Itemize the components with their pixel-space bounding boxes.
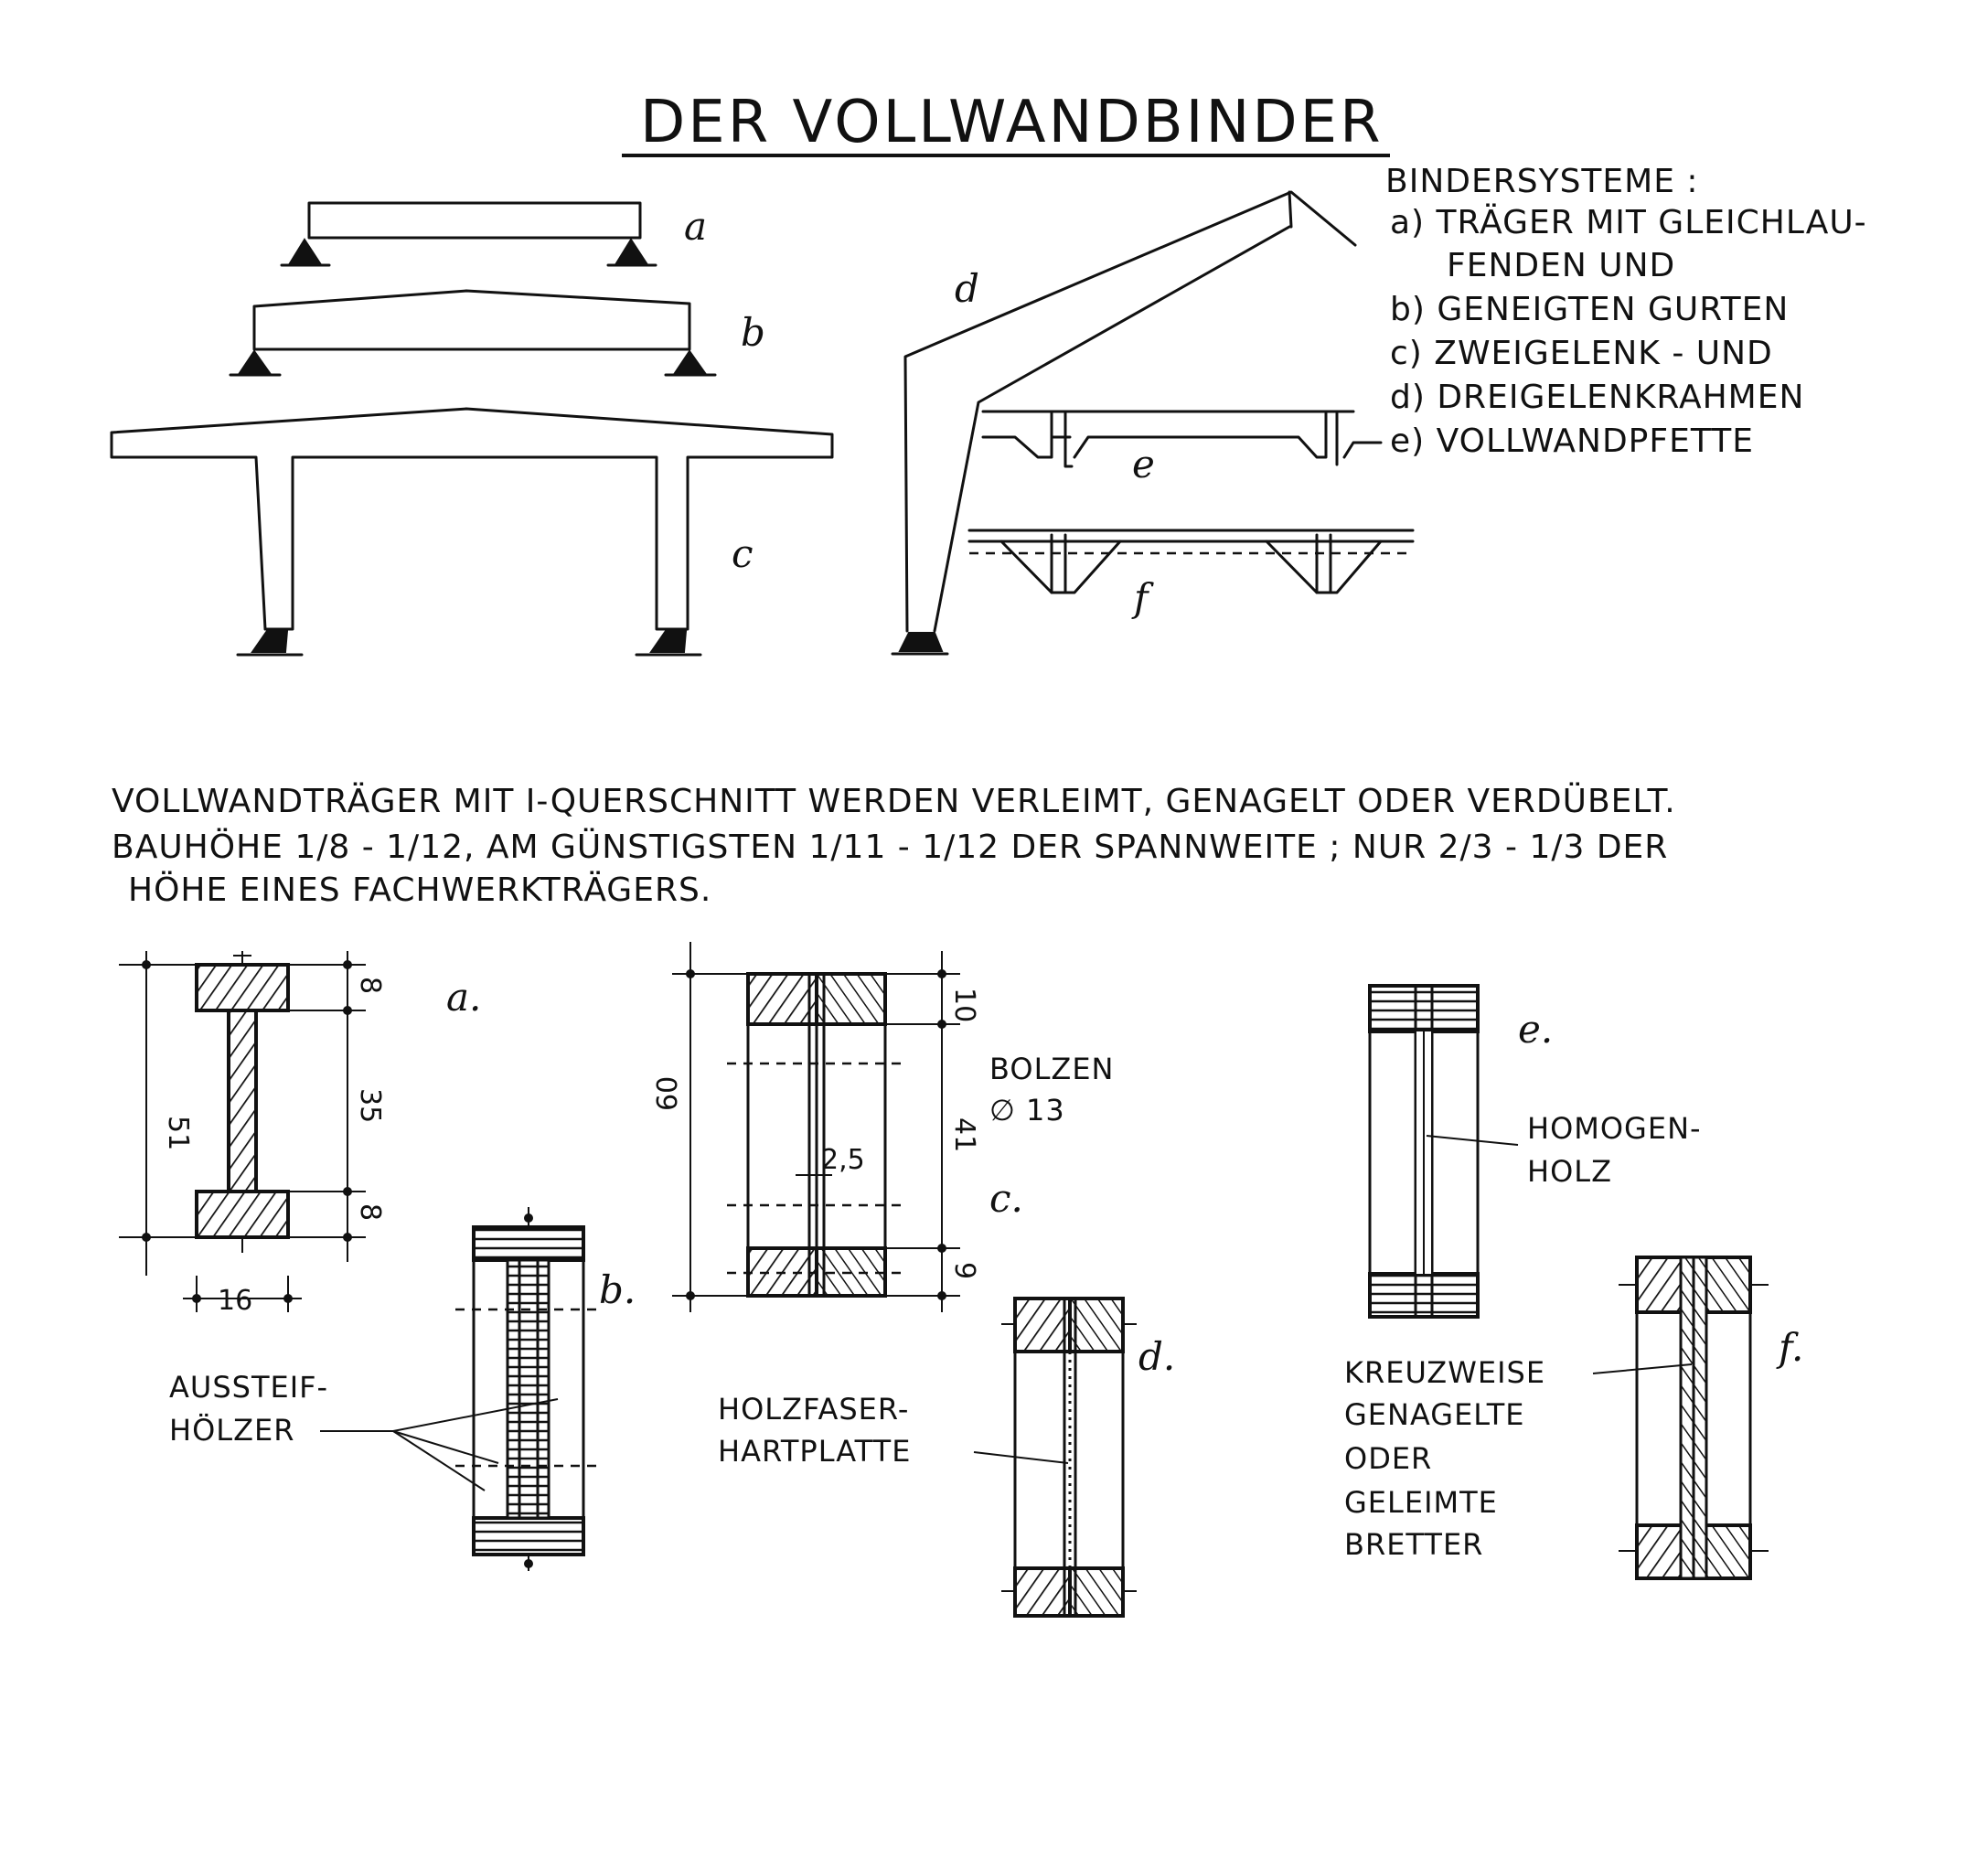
label-system-b: b (741, 310, 765, 355)
section-a-drawing (119, 951, 366, 1312)
system-e-purlin (981, 410, 1383, 468)
system-c-frame (110, 407, 834, 657)
section-c-caption-2: ∅ 13 (989, 1093, 1065, 1128)
section-b-caption-1: AUSSTEIF- (169, 1370, 328, 1405)
legend-item-4: c) ZWEIGELENK - UND (1390, 335, 1773, 372)
section-c-caption-1: BOLZEN (989, 1052, 1114, 1086)
legend-item-5: d) DREIGELENKRAHMEN (1390, 379, 1804, 416)
description-line-3: HÖHE EINES FACHWERKTRÄGERS. (128, 871, 711, 909)
section-c-label: c. (989, 1176, 1023, 1221)
legend-item-1: a) TRÄGER MIT GLEICHLAU- (1390, 203, 1867, 241)
section-c-dim-bottom: 9 (948, 1262, 980, 1279)
section-f-caption-1: KREUZWEISE (1344, 1355, 1545, 1390)
section-a-dim-web: 35 (354, 1088, 386, 1123)
section-f-drawing (1619, 1256, 1769, 1580)
section-b-drawing (455, 1207, 602, 1571)
section-c-drawing (672, 942, 960, 1312)
system-f-purlin (967, 529, 1415, 594)
section-e-caption-1: HOMOGEN- (1527, 1111, 1702, 1146)
section-f-caption-2: GENAGELTE (1344, 1397, 1524, 1432)
label-system-d: d (955, 266, 979, 311)
legend-heading: BINDERSYSTEME : (1385, 163, 1699, 200)
section-c-dim-web: 41 (948, 1117, 980, 1152)
section-d-caption-1: HOLZFASER- (718, 1392, 909, 1427)
system-a-beam (280, 201, 657, 267)
legend-item-3: b) GENEIGTEN GURTEN (1390, 291, 1789, 328)
section-a-label: a. (446, 975, 481, 1020)
description-line-2: BAUHÖHE 1/8 - 1/12, AM GÜNSTIGSTEN 1/11 … (112, 828, 1668, 866)
section-e-caption-2: HOLZ (1527, 1154, 1612, 1189)
section-d-caption-2: HARTPLATTE (718, 1434, 911, 1469)
section-b-label: b. (599, 1267, 636, 1312)
section-c-dim-top: 10 (948, 988, 980, 1022)
section-f-leader (1592, 1363, 1693, 1374)
label-system-c: c (732, 531, 754, 576)
section-c-dim-total: 60 (652, 1076, 684, 1111)
section-a-dim-total: 51 (162, 1116, 194, 1150)
section-b-leader (320, 1398, 559, 1491)
section-a-dim-top: 8 (354, 977, 386, 994)
section-c-dim-thick: 2,5 (821, 1144, 865, 1176)
section-f-caption-3: ODER (1344, 1441, 1432, 1476)
section-d-label: d. (1138, 1334, 1175, 1379)
section-b-caption-2: HÖLZER (169, 1413, 294, 1448)
system-b-beam (229, 289, 717, 377)
label-system-e: e (1132, 442, 1155, 486)
section-a-dim-bottom: 8 (354, 1203, 386, 1221)
legend-item-2: FENDEN UND (1447, 247, 1675, 284)
legend-item-6: e) VOLLWANDPFETTE (1390, 422, 1754, 460)
system-d-frame (891, 190, 1357, 656)
section-a-dim-width: 16 (218, 1285, 252, 1317)
page-title: DER VOLLWANDBINDER (640, 89, 1384, 156)
label-system-a: a (684, 204, 707, 249)
section-e-drawing (1368, 984, 1480, 1319)
section-d-leader (973, 1451, 1069, 1464)
section-f-label: f. (1776, 1325, 1803, 1370)
description-line-1: VOLLWANDTRÄGER MIT I-QUERSCHNITT WERDEN … (112, 782, 1676, 820)
section-e-leader (1426, 1135, 1519, 1146)
section-e-label: e. (1518, 1007, 1553, 1052)
label-system-f: f (1131, 575, 1154, 620)
section-f-caption-4: GELEIMTE (1344, 1485, 1498, 1520)
section-f-caption-5: BRETTER (1344, 1527, 1483, 1562)
